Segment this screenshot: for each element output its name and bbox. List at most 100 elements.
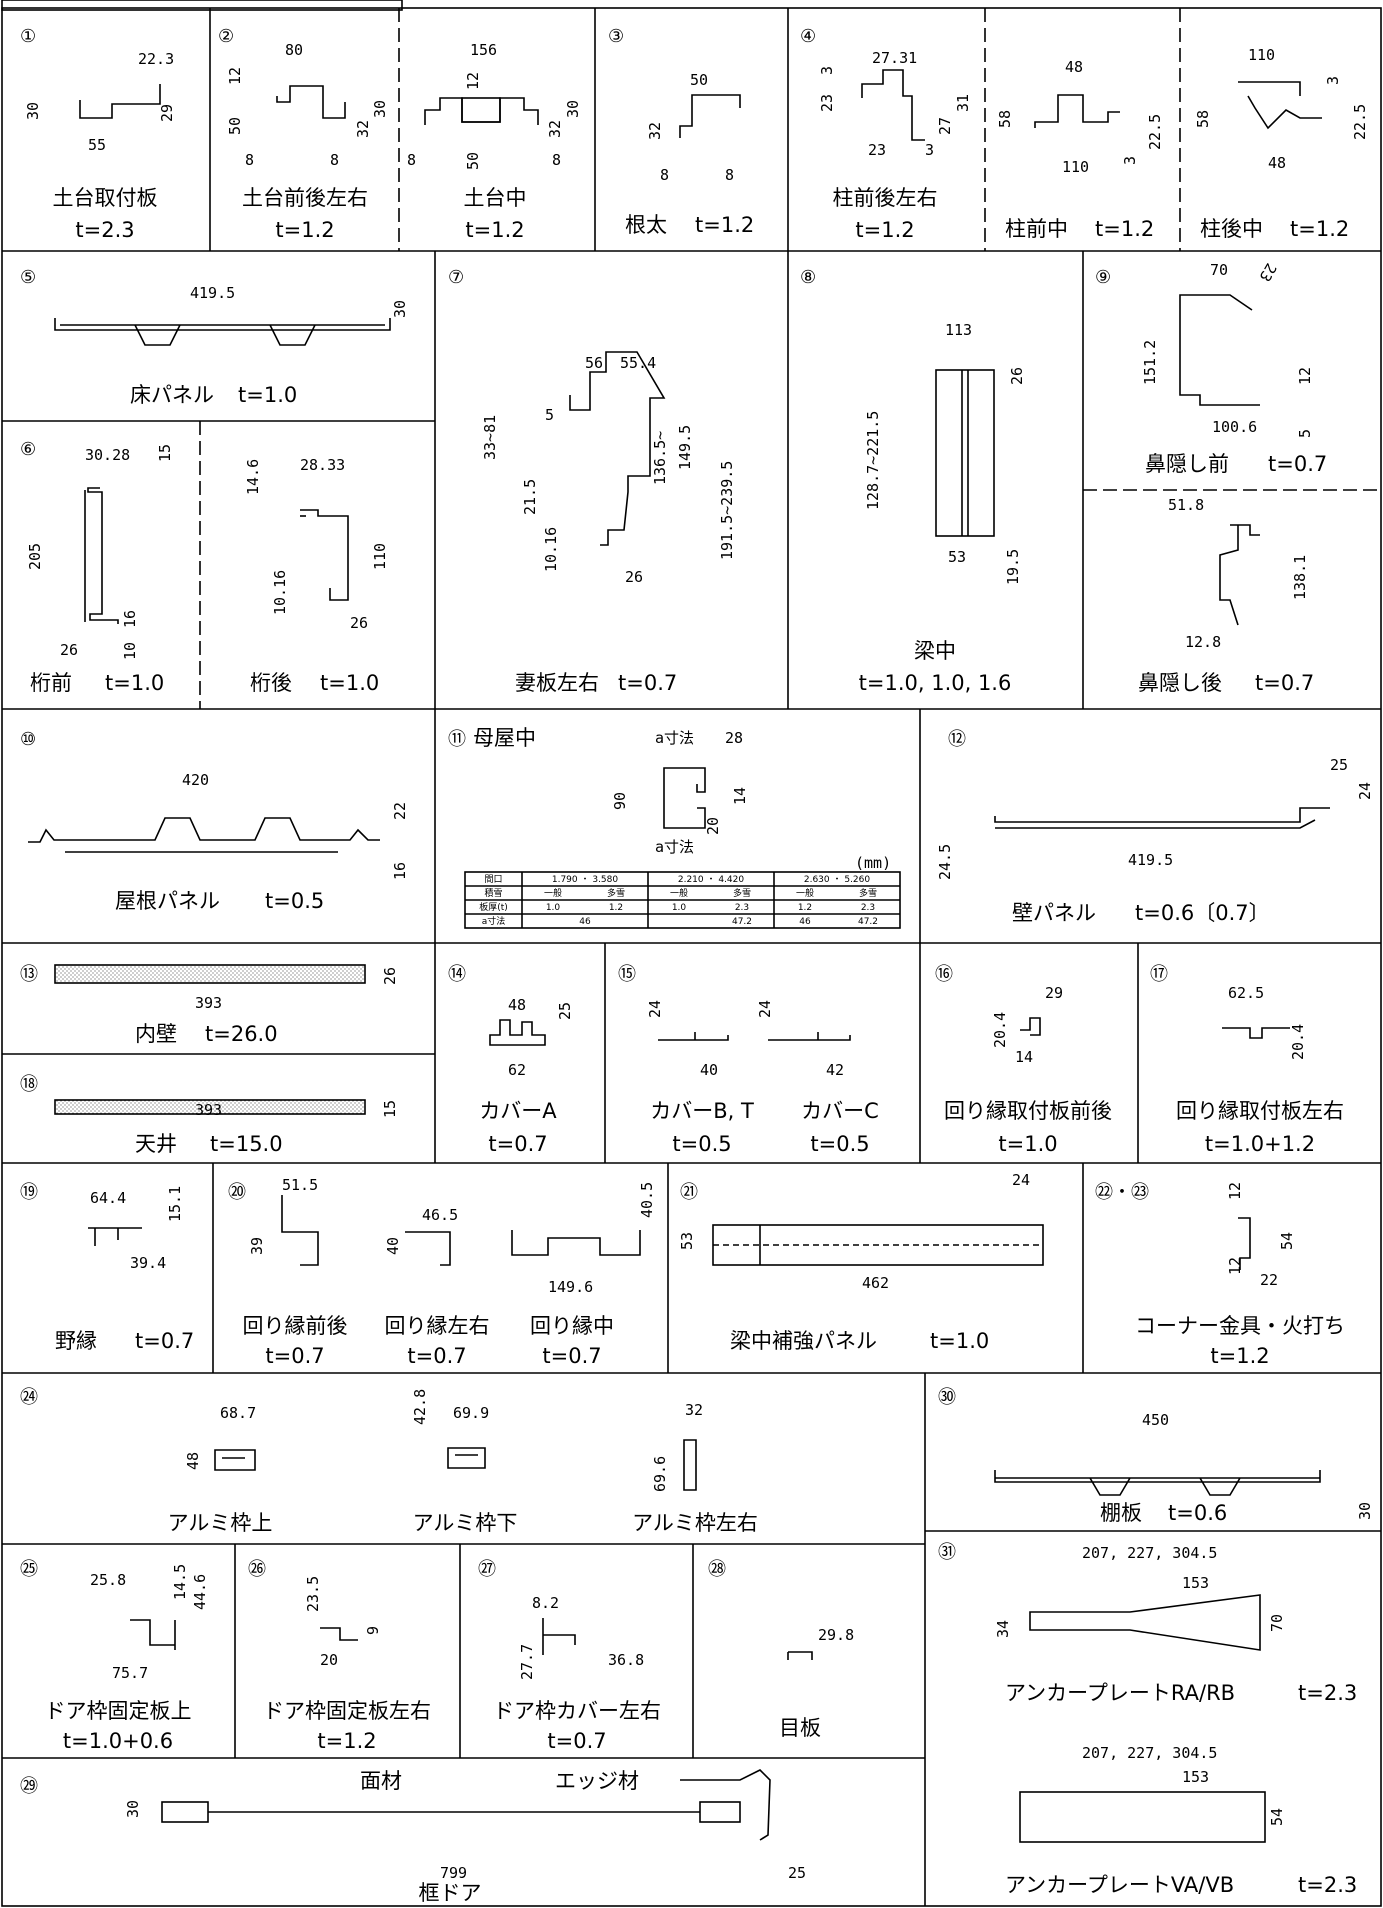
dim: 22 — [391, 802, 409, 820]
part-name: コーナー金具・火打ち — [1135, 1314, 1345, 1338]
label-facing: 面材 — [360, 1769, 402, 1793]
dim: 9 — [364, 1626, 382, 1635]
dim: 393 — [195, 994, 222, 1012]
dim: 50 — [464, 152, 482, 170]
dim: 8 — [552, 151, 561, 169]
dim: 149.6 — [548, 1278, 593, 1296]
table-cell: 2.3 — [861, 903, 875, 913]
profile-4a — [861, 69, 925, 141]
profile-5 — [54, 318, 391, 346]
part-title: 母屋中 — [473, 726, 536, 750]
dim: 58 — [1194, 110, 1212, 128]
dim: 26 — [1008, 367, 1026, 385]
profile-19 — [88, 1227, 142, 1246]
dim: 40 — [700, 1061, 718, 1079]
table-cell: 47.2 — [858, 917, 878, 927]
table-cell: 1.2 — [609, 903, 623, 913]
dim: 110 — [371, 543, 389, 570]
part-no-20: ⑳ — [228, 1182, 246, 1203]
part-name: 桁前 — [30, 671, 72, 695]
part-thickness: t=1.2 — [855, 218, 914, 242]
dim: 48 — [1065, 58, 1083, 76]
dim: 55 — [88, 136, 106, 154]
dim: 19.5 — [1004, 549, 1022, 585]
dim: 205 — [26, 543, 44, 570]
part-no-14: ⑭ — [448, 964, 466, 985]
part-thickness: t=0.7 — [1268, 452, 1327, 476]
profile-6a — [87, 487, 119, 624]
part-name: 目板 — [779, 1716, 821, 1740]
dim: 113 — [945, 321, 972, 339]
part-name: 柱後中 — [1200, 217, 1263, 241]
dim: 33~81 — [481, 415, 499, 460]
part-thickness: t=0.7 — [542, 1344, 601, 1368]
dim: 75.7 — [112, 1664, 148, 1682]
dim: 22.3 — [138, 50, 174, 68]
part-thickness: t=1.0+1.2 — [1205, 1132, 1315, 1156]
part-name: 屋根パネル — [115, 889, 220, 913]
dim: 5 — [545, 406, 554, 424]
part-thickness: t=0.7 — [265, 1344, 324, 1368]
dim: 393 — [195, 1101, 222, 1119]
part-no-17: ⑰ — [1150, 964, 1168, 985]
dim: 36.8 — [608, 1651, 644, 1669]
part-no-30: ㉚ — [938, 1387, 956, 1408]
part-thickness: t=0.6〔0.7〕 — [1135, 901, 1270, 925]
dim: 24 — [756, 1000, 774, 1018]
dim: 799 — [440, 1864, 467, 1882]
profile-9a — [1179, 294, 1260, 406]
dim: 419.5 — [1128, 851, 1173, 869]
dim: 153 — [1182, 1574, 1209, 1592]
dim: 54 — [1278, 1232, 1296, 1250]
dim: 70 — [1268, 1614, 1286, 1632]
profile-31a — [1029, 1594, 1261, 1651]
profile-16 — [1020, 1017, 1041, 1036]
dim: 54 — [1268, 1808, 1286, 1826]
table-cell: 積雪 — [484, 887, 502, 899]
part-name: 野縁 — [55, 1329, 97, 1353]
part-name: アンカープレートRA/RB — [1005, 1681, 1235, 1705]
dim: 51.5 — [282, 1176, 318, 1194]
part-no-1: ① — [20, 26, 36, 47]
part-name: 梁中補強パネル — [730, 1329, 877, 1353]
dim: 25.8 — [90, 1571, 126, 1589]
part-no-19: ⑲ — [20, 1182, 38, 1203]
dim: 23 — [868, 141, 886, 159]
part-name: 柱前後左右 — [833, 186, 938, 210]
part-no-29: ㉙ — [20, 1776, 38, 1797]
part-thickness: t=1.0 — [998, 1132, 1057, 1156]
dim: 15.1 — [166, 1186, 184, 1222]
dim: 62 — [508, 1061, 526, 1079]
dim: 10 — [121, 642, 139, 660]
dim: 14.5 — [171, 1564, 189, 1600]
part-thickness: t=0.7 — [488, 1132, 547, 1156]
unit-label: (mm) — [855, 854, 891, 872]
dim: 24 — [646, 1000, 664, 1018]
part-no-16: ⑯ — [935, 964, 953, 985]
part-thickness: t=0.5 — [672, 1132, 731, 1156]
table-cell: 2.630 ・ 5.260 — [804, 875, 871, 885]
dim: 48 — [184, 1452, 202, 1470]
profile-27 — [542, 1618, 576, 1655]
dim: 110 — [1062, 158, 1089, 176]
profile-28 — [787, 1651, 813, 1660]
dim: 40.5 — [638, 1182, 656, 1218]
dim: 27.7 — [518, 1644, 536, 1680]
dim: 69.6 — [651, 1456, 669, 1492]
profile-13 — [54, 964, 366, 984]
part-thickness: t=1.0 — [238, 383, 297, 407]
profile-4c — [1238, 81, 1322, 130]
part-name: 棚板 — [1100, 1501, 1142, 1525]
dim: 80 — [285, 41, 303, 59]
part-no-18: ⑱ — [20, 1074, 38, 1095]
profile-26 — [320, 1627, 358, 1641]
part-name: 内壁 — [135, 1022, 177, 1046]
part-thickness: t=1.2 — [275, 218, 334, 242]
part-no-22: ㉒・㉓ — [1095, 1182, 1149, 1203]
sheet-title-box — [1, 0, 403, 11]
dim: 58 — [996, 110, 1014, 128]
profile-6b — [300, 509, 349, 601]
dim: 30 — [1356, 1502, 1374, 1520]
part-thickness: t=1.2 — [1290, 217, 1349, 241]
part-thickness: t=1.0+0.6 — [63, 1729, 173, 1753]
